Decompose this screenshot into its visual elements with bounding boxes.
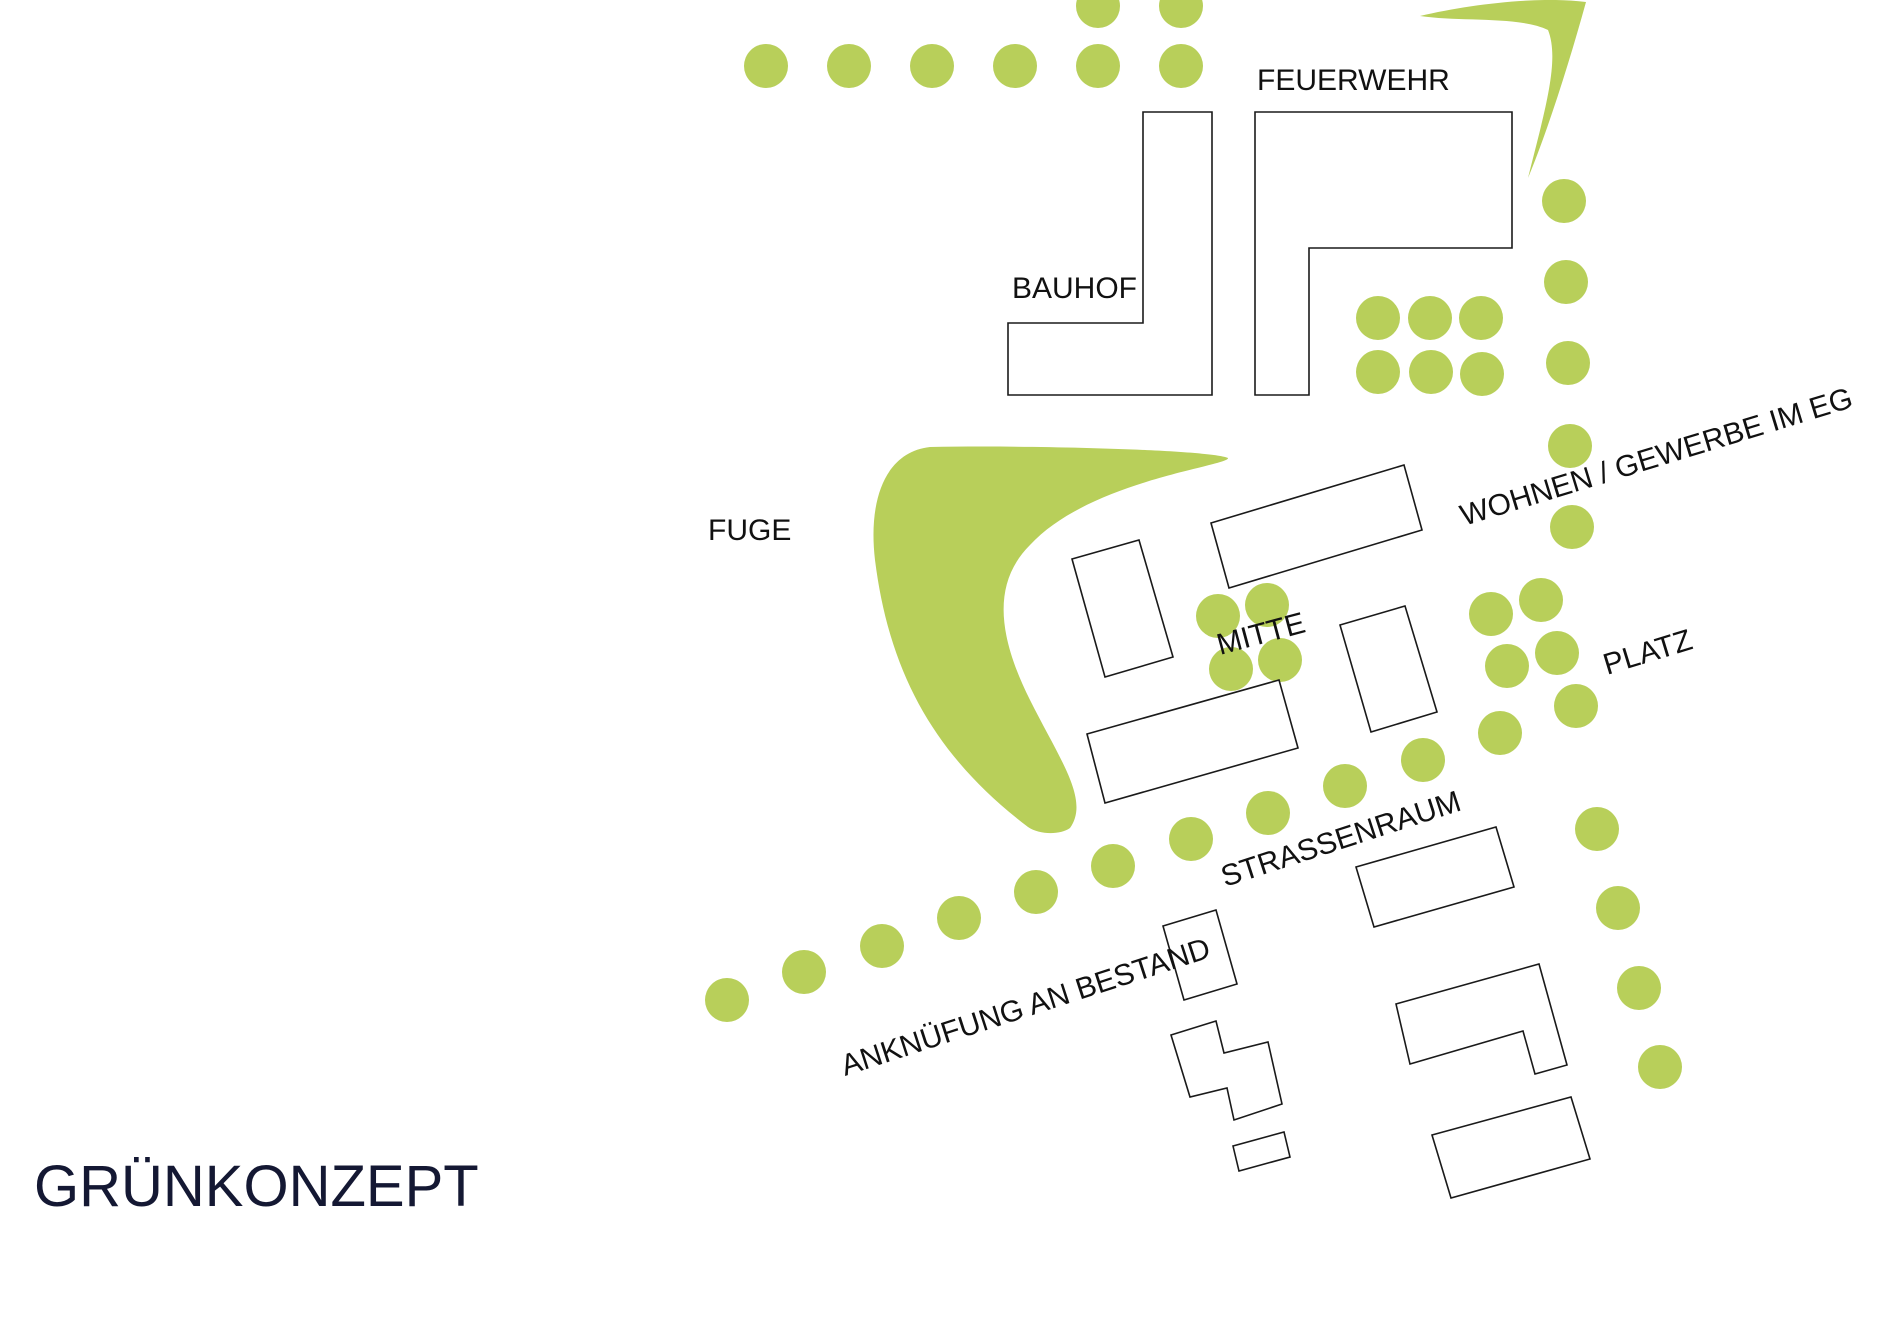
tree-dot: [827, 44, 871, 88]
tree-dot: [705, 978, 749, 1022]
tree-dot: [910, 44, 954, 88]
tree-dot: [1638, 1045, 1682, 1089]
tree-dot: [1076, 44, 1120, 88]
tree-dot: [1485, 644, 1529, 688]
tree-dot: [1575, 807, 1619, 851]
building-small-bestand: [1162, 908, 1238, 1002]
building-stepped: [1170, 1019, 1283, 1122]
tree-dot: [1409, 350, 1453, 394]
tree-dot: [937, 896, 981, 940]
label-platz: PLATZ: [1599, 623, 1696, 681]
label-bauhof: BAUHOF: [1012, 272, 1137, 305]
tree-dot: [1542, 179, 1586, 223]
building-strassenraum-block: [1355, 826, 1515, 928]
tree-dot: [744, 44, 788, 88]
tree-dot: [1401, 738, 1445, 782]
tree-dot: [1596, 886, 1640, 930]
building-l-shaped: [1395, 963, 1568, 1075]
diagram-title: GRÜNKONZEPT: [34, 1154, 479, 1219]
tree-dot: [1091, 844, 1135, 888]
tree-dot: [1617, 966, 1661, 1010]
tree-dot: [1459, 296, 1503, 340]
building-mitte-long: [1086, 679, 1299, 804]
building-southeast: [1430, 1096, 1592, 1199]
tree-dot: [993, 44, 1037, 88]
building-west-block: [1071, 539, 1174, 678]
tree-dot: [1014, 870, 1058, 914]
tree-dot: [1159, 44, 1203, 88]
tree-dot: [1535, 631, 1579, 675]
tree-dot: [1209, 647, 1253, 691]
tree-dot: [1323, 764, 1367, 808]
building-feuerwehr: [1254, 111, 1513, 396]
tree-dot: [1460, 352, 1504, 396]
tree-dot: [1245, 583, 1289, 627]
tree-dot: [1544, 260, 1588, 304]
tree-dot: [1159, 0, 1203, 28]
tree-dot: [1546, 341, 1590, 385]
tree-dot: [1169, 817, 1213, 861]
tree-dot: [1554, 684, 1598, 728]
tree-dot: [860, 924, 904, 968]
building-outlines: [1007, 111, 1592, 1199]
building-platz-block: [1339, 605, 1438, 734]
tree-dot: [1258, 638, 1302, 682]
green-northeast-wedge: [1420, 0, 1586, 178]
label-feuerwehr: FEUERWEHR: [1257, 64, 1450, 97]
label-wohnen-gewerbe: WOHNEN / GEWERBE IM EG: [1456, 382, 1856, 533]
tree-dot: [1246, 791, 1290, 835]
tree-dot: [1076, 0, 1120, 28]
building-small-lower: [1232, 1131, 1291, 1172]
building-bauhof: [1007, 111, 1213, 396]
tree-dot: [1356, 350, 1400, 394]
tree-dot: [1548, 424, 1592, 468]
tree-dot: [1469, 592, 1513, 636]
tree-dot: [1478, 711, 1522, 755]
tree-dot: [1196, 594, 1240, 638]
tree-dot: [1519, 578, 1563, 622]
tree-rows: [705, 0, 1682, 1089]
tree-dot: [1356, 296, 1400, 340]
green-fuge-area: [873, 446, 1229, 834]
label-fuge: FUGE: [708, 514, 791, 547]
building-wohnen-long: [1210, 463, 1423, 590]
tree-dot: [1550, 505, 1594, 549]
tree-dot: [782, 950, 826, 994]
tree-dot: [1408, 296, 1452, 340]
